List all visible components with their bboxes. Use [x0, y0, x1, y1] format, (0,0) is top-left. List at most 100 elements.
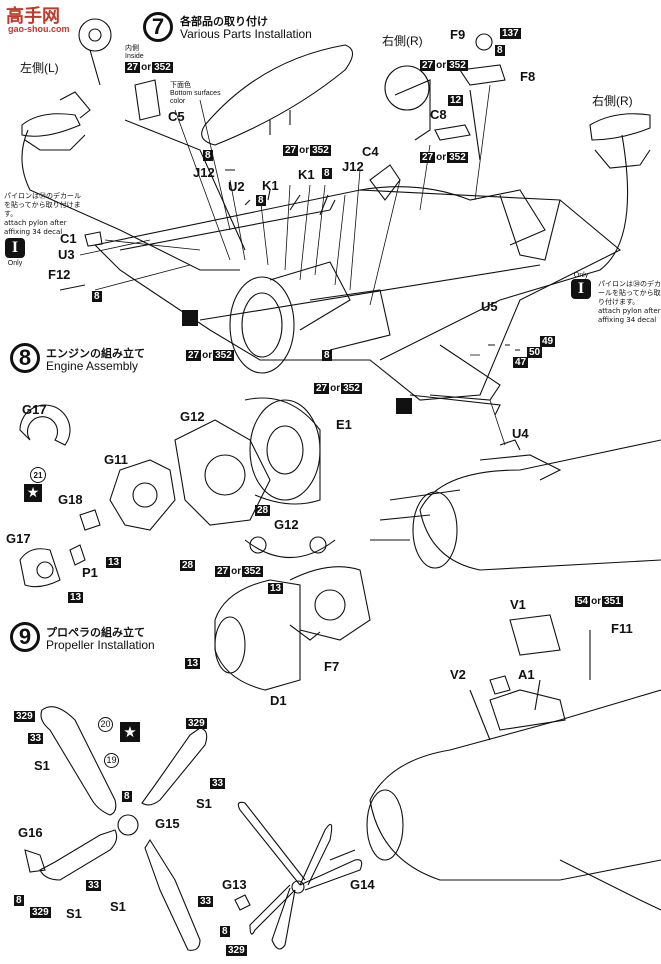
- decal-marker: 21: [30, 467, 46, 483]
- part-label: G15: [155, 816, 180, 831]
- paint-callout: 12: [448, 95, 464, 106]
- paint-callout: 8: [122, 791, 132, 802]
- part-label: G14: [350, 877, 375, 892]
- step8-title-jp: エンジンの組み立て: [46, 347, 145, 360]
- step9-title-en: Propeller Installation: [46, 638, 155, 652]
- part-label: K1: [262, 178, 279, 193]
- paint-callout: 329: [226, 945, 247, 956]
- paint-callout: 8: [256, 195, 266, 206]
- part-label: V1: [510, 597, 526, 612]
- paint-callout: 13: [68, 592, 84, 603]
- color-swatch-icon: [396, 398, 412, 414]
- paint-callout: 28: [180, 560, 196, 571]
- part-label: S1: [66, 906, 82, 921]
- propeller-drawing-left: [24, 706, 251, 951]
- right-pylon-drawing: [499, 113, 651, 301]
- part-label: E1: [336, 417, 352, 432]
- paint-callout: 50: [527, 347, 543, 358]
- pylon-note-en: attach pylon after affixing 34 decal: [598, 307, 661, 324]
- tamiya-star-icon: ★: [24, 484, 42, 502]
- part-label: U4: [512, 426, 529, 441]
- watermark-title: 高手网: [6, 6, 60, 27]
- inside-note: 内側 Inside: [125, 45, 144, 60]
- part-label: G11: [104, 452, 128, 467]
- step8-title-en: Engine Assembly: [46, 359, 139, 373]
- paint-callout: 8: [220, 926, 230, 937]
- paint-callout: 28: [255, 505, 271, 516]
- right-side-label: 右側(R): [382, 34, 423, 48]
- paint-callout: 33: [210, 778, 226, 789]
- color-swatch-icon: [182, 310, 198, 326]
- engine-assembly-drawing: [19, 397, 336, 588]
- only-marker-icon: I: [5, 238, 25, 258]
- step9-number: 9: [10, 622, 40, 652]
- part-label: G12: [180, 409, 205, 424]
- pylon-note-jp: パイロンは㉞のデカールを貼ってから取り付けます。: [4, 192, 81, 218]
- wing-assembly-drawing: [93, 186, 621, 416]
- part-label: G12: [274, 517, 299, 532]
- paint-callout: 13: [106, 557, 122, 568]
- decal-marker: 19: [104, 753, 119, 768]
- part-label: C1: [60, 231, 77, 246]
- pylon-note-en: attach pylon after affixing 34 decal: [4, 219, 67, 236]
- paint-callout: 329: [30, 907, 51, 918]
- paint-callout: 8: [14, 895, 24, 906]
- tamiya-star-icon: ★: [120, 722, 140, 742]
- pylon-note-left: パイロンは㉞のデカールを貼ってから取り付けます。 attach pylon af…: [4, 192, 82, 237]
- part-label: K1: [298, 167, 315, 182]
- paint-callout: 8: [322, 168, 332, 179]
- part-label: V2: [450, 667, 466, 682]
- step7-title-en: Various Parts Installation: [180, 27, 312, 41]
- pylon-note-right: パイロンは㉞のデカールを貼ってから取り付けます。 attach pylon af…: [598, 280, 661, 325]
- paint-callout: 33: [198, 896, 214, 907]
- part-label: F11: [611, 621, 633, 636]
- paint-callout: 8: [203, 150, 213, 161]
- paint-callout: 329: [186, 718, 207, 729]
- only-label: Only: [573, 272, 589, 279]
- left-pylon-drawing: [21, 18, 240, 271]
- paint-callout: 329: [14, 711, 35, 722]
- decal-marker: 20: [98, 717, 113, 732]
- drop-tank-drawing: [201, 44, 354, 146]
- part-label: G13: [222, 877, 247, 892]
- paint-callout: 33: [86, 880, 102, 891]
- watermark-url: gao-shou.com: [8, 24, 70, 34]
- right-side-label-2: 右側(R): [592, 94, 633, 108]
- part-label: C8: [430, 107, 447, 122]
- paint-callout: 13: [185, 658, 201, 669]
- paint-callout: 49: [540, 336, 556, 347]
- paint-callout: 47: [513, 357, 529, 368]
- paint-callout: 33: [28, 733, 44, 744]
- fuselage-drawing-mid: [370, 439, 661, 571]
- part-label: G16: [18, 825, 43, 840]
- part-label: F8: [520, 69, 536, 84]
- part-label: F7: [324, 659, 340, 674]
- step7-title-jp: 各部品の取り付け: [180, 15, 268, 28]
- engine-cowl-drawing: [214, 566, 371, 691]
- part-label: G18: [58, 492, 83, 507]
- part-label: C5: [168, 109, 185, 124]
- step8-number: 8: [10, 343, 40, 373]
- paint-callout: 13: [268, 583, 284, 594]
- bottom-color-note: 下面色 Bottom surfaces color: [170, 82, 221, 105]
- part-label: U5: [481, 299, 498, 314]
- paint-callout: 8: [495, 45, 505, 56]
- step9-title-jp: プロペラの組み立て: [46, 626, 145, 639]
- part-label: G17: [6, 531, 31, 546]
- paint-callout: 137: [500, 28, 521, 39]
- paint-callout: 8: [322, 350, 332, 361]
- part-label: S1: [34, 758, 50, 773]
- part-label: U3: [58, 247, 75, 262]
- small-parts-drawing: [59, 33, 521, 451]
- part-label: D1: [270, 693, 287, 708]
- only-marker-icon: I: [571, 279, 591, 299]
- part-label: F9: [450, 27, 466, 42]
- step7-number: 7: [143, 12, 173, 42]
